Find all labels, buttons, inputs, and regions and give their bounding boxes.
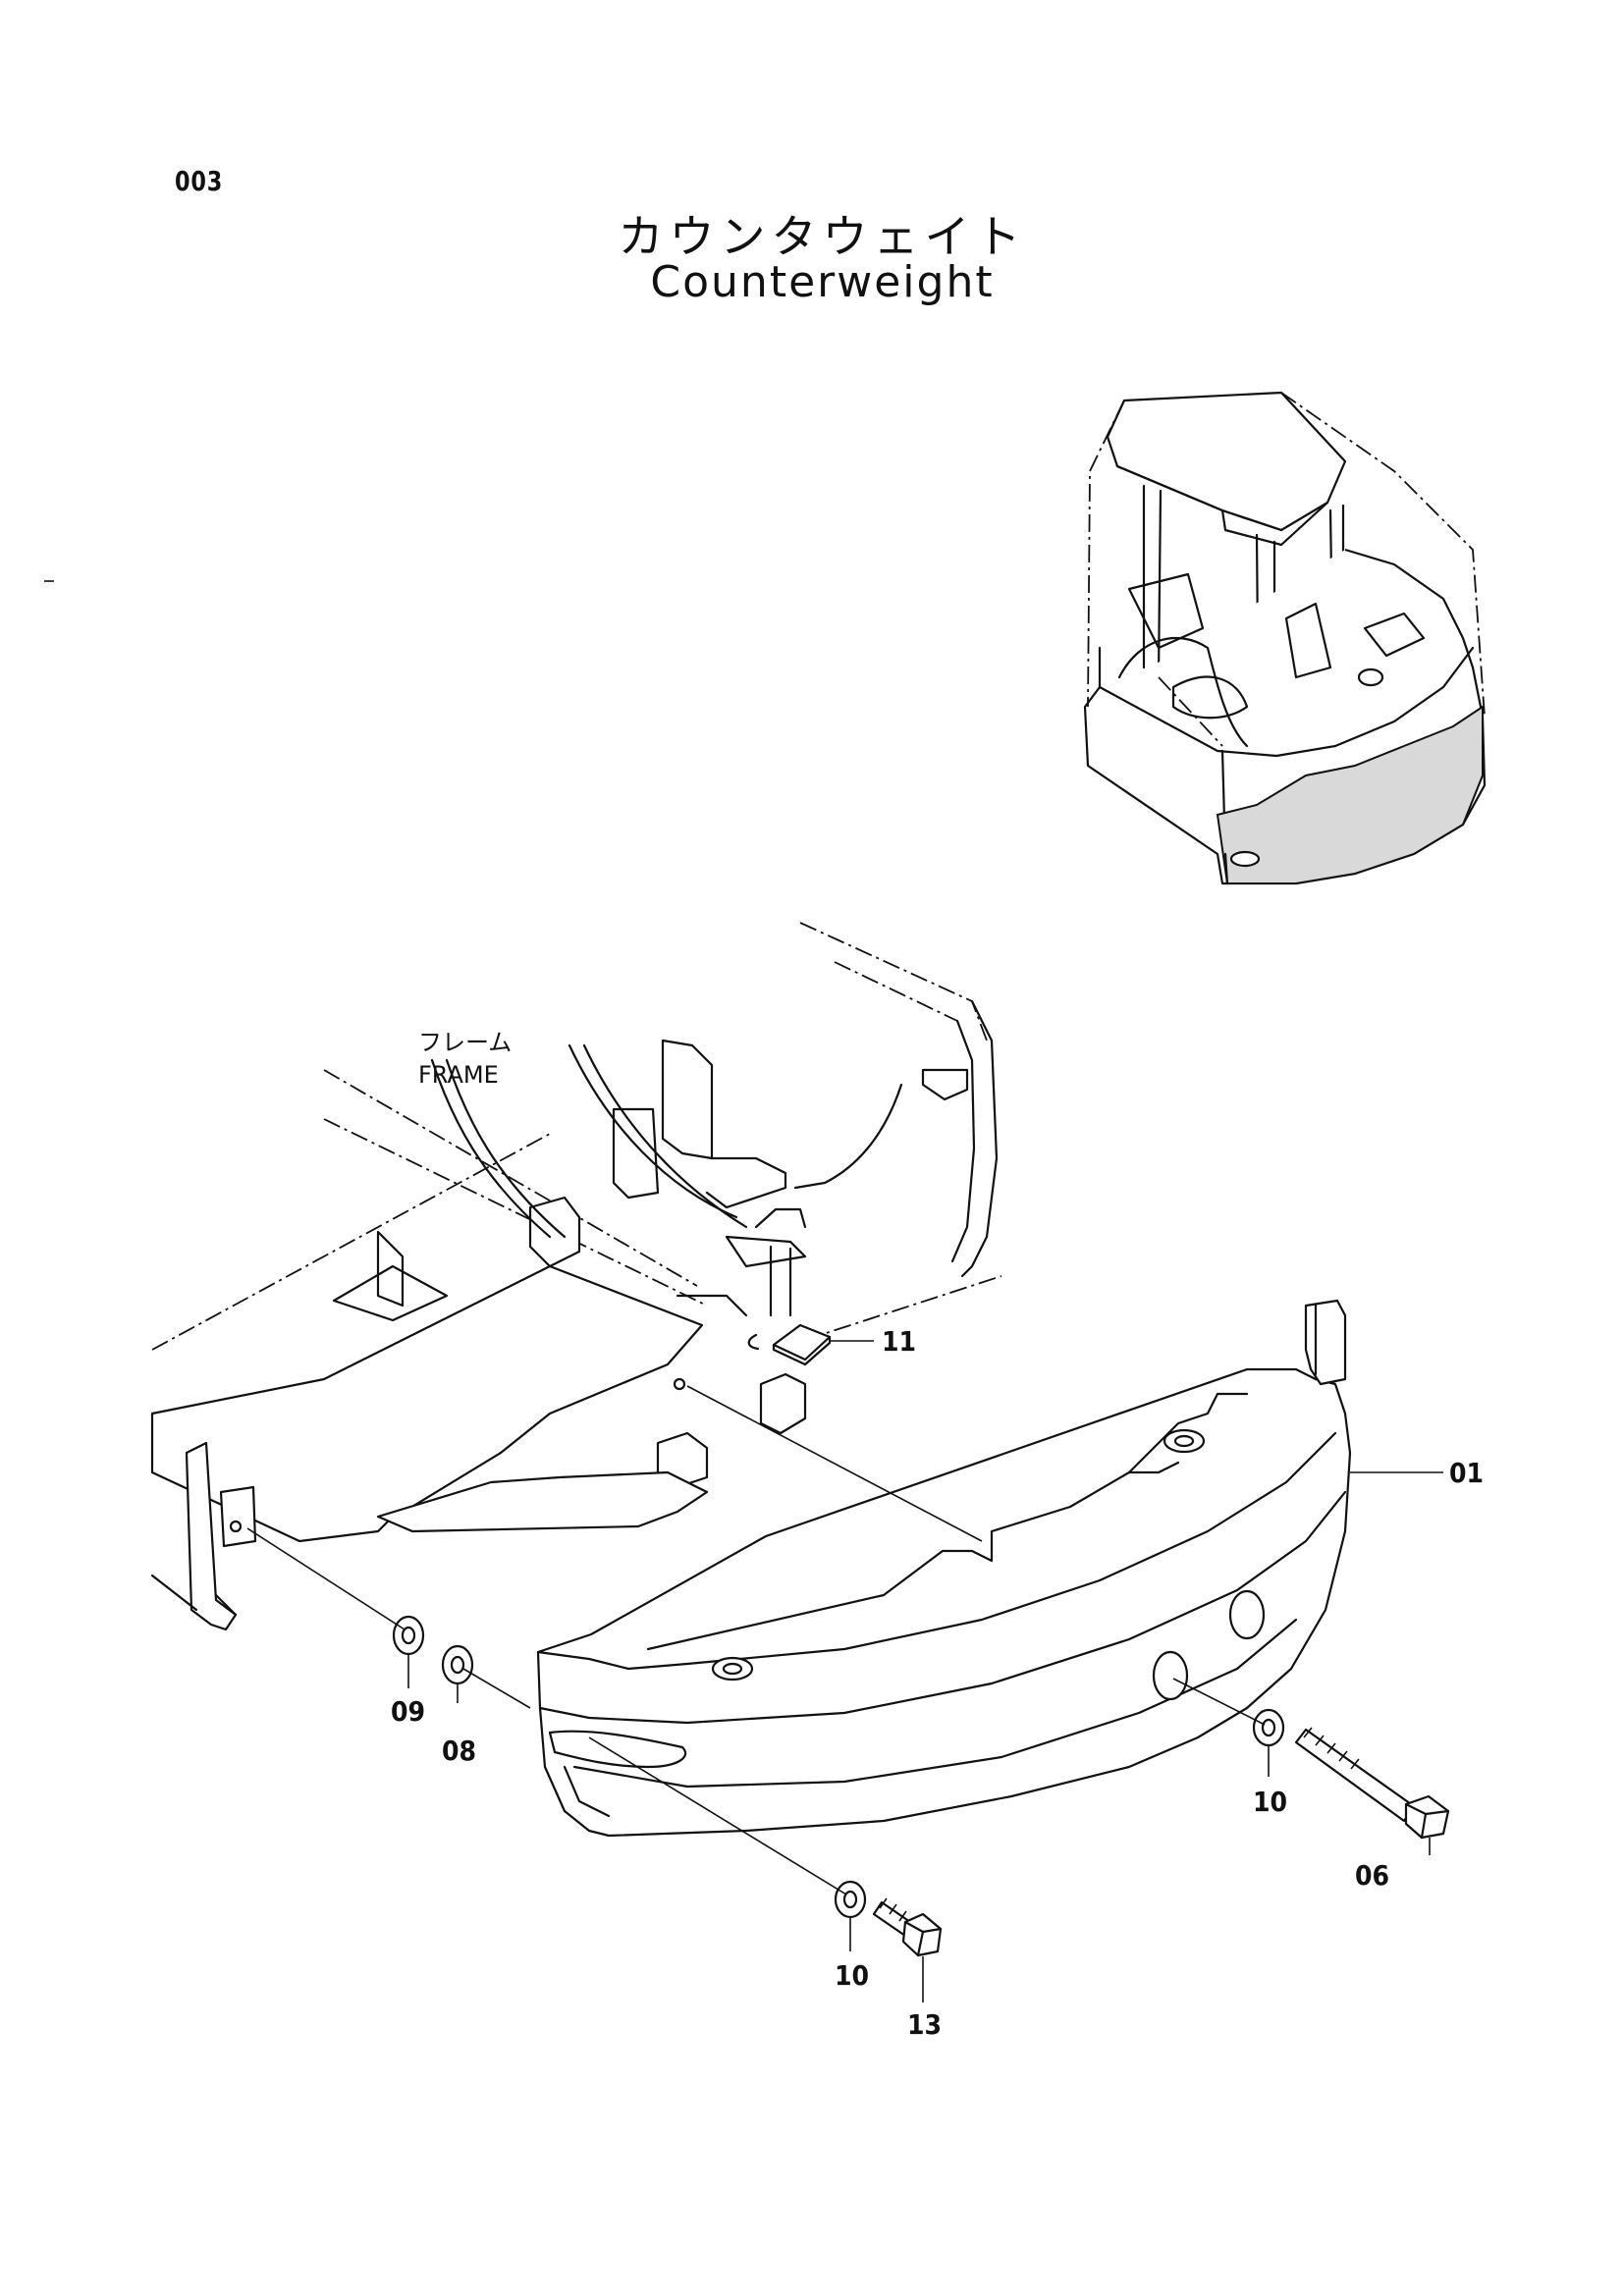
part-08-washer [441, 1644, 474, 1685]
part-10-washer-right [1252, 1708, 1285, 1747]
part-13-bolt [872, 1897, 943, 1957]
callout-09: 09 [391, 1695, 425, 1728]
callout-01: 01 [1449, 1457, 1484, 1489]
frame-label-english: FRAME [418, 1061, 499, 1089]
part-06-bolt [1294, 1727, 1450, 1840]
page-title-english: Counterweight [650, 257, 995, 307]
part-11-plate [747, 1323, 832, 1366]
callout-11: 11 [882, 1325, 916, 1358]
callout-06: 06 [1355, 1859, 1389, 1892]
callout-10-right: 10 [1253, 1786, 1287, 1818]
callout-08: 08 [442, 1735, 476, 1767]
part-10-washer-left [834, 1880, 867, 1919]
callout-13: 13 [907, 2008, 942, 2041]
counterweight-illustration [536, 1299, 1352, 1838]
page-number: 003 [175, 165, 224, 197]
part-09-washer [392, 1615, 425, 1656]
page-title-japanese: カウンタウェイト [618, 210, 1027, 263]
frame-illustration [150, 922, 1002, 1631]
frame-label-japanese: フレーム [418, 1029, 512, 1056]
callout-10-left: 10 [835, 1959, 869, 1992]
machine-overview-illustration [1083, 391, 1487, 885]
